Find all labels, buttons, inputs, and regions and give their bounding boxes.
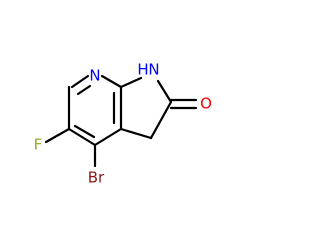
bond-c6-n1-inner bbox=[76, 84, 92, 96]
atom-fluorine: F bbox=[34, 136, 43, 154]
bond-c4-c5 bbox=[67, 127, 97, 147]
atom-n-amide: N bbox=[148, 61, 159, 79]
bond-c7a-n7 bbox=[119, 76, 143, 89]
molecule-structure: N H N O F Br bbox=[34, 61, 212, 187]
bond-n7-c2 bbox=[156, 79, 173, 104]
atom-h-amide: H bbox=[137, 61, 148, 79]
atom-oxygen: O bbox=[200, 95, 212, 113]
bond-c5-f bbox=[44, 127, 71, 144]
bond-n1-c7a bbox=[100, 74, 123, 89]
bond-c2-c3 bbox=[149, 100, 173, 140]
atom-bromine: Br bbox=[88, 169, 105, 187]
bond-c6-n1 bbox=[70, 74, 90, 89]
bond-c4-c5-inner bbox=[73, 124, 96, 139]
atom-n-pyridine: N bbox=[89, 67, 100, 85]
bond-c3-c3a bbox=[119, 127, 153, 140]
bond-c3a-c4 bbox=[93, 127, 123, 147]
